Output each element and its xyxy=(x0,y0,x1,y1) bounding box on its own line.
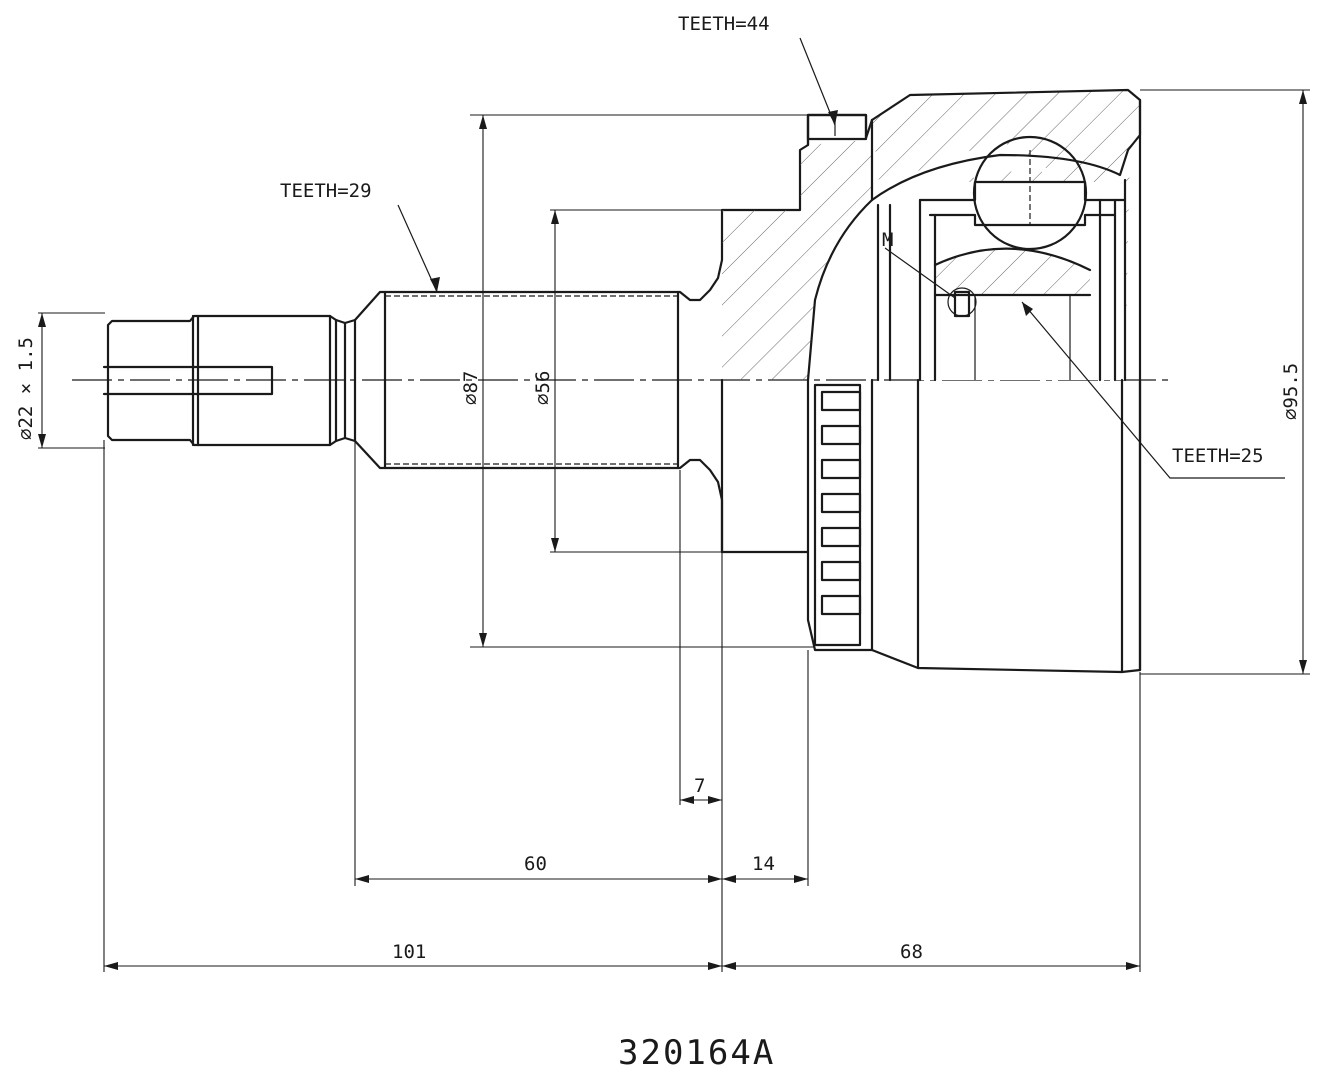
dimension-lines xyxy=(38,89,1310,972)
threaded-tip xyxy=(102,314,357,447)
teeth-25-label: TEETH=25 xyxy=(1172,445,1264,467)
len-101-label: 101 xyxy=(392,941,426,963)
abs-ring-tooth xyxy=(820,458,862,480)
leader-lines xyxy=(397,37,1285,479)
teeth-29-label: TEETH=29 xyxy=(280,180,372,202)
abs-ring-tooth xyxy=(820,594,862,616)
abs-tone-ring xyxy=(813,383,862,647)
housing-lower xyxy=(720,98,1142,674)
m-marker-label: M xyxy=(882,229,893,251)
len-7-label: 7 xyxy=(694,775,705,797)
len-60-label: 60 xyxy=(524,853,547,875)
len-14-label: 14 xyxy=(752,853,775,875)
thread-dim-label: ⌀22 × 1.5 xyxy=(15,337,37,440)
abs-ring-tooth xyxy=(820,560,862,582)
dia-87-label: ⌀87 xyxy=(460,371,482,405)
len-68-label: 68 xyxy=(900,941,923,963)
abs-ring-tooth xyxy=(820,492,862,514)
abs-ring-tooth xyxy=(820,390,862,412)
part-number: 320164A xyxy=(618,1033,775,1073)
ball-cage xyxy=(876,135,1127,382)
dia-56-label: ⌀56 xyxy=(532,371,554,405)
abs-ring-tooth xyxy=(820,424,862,446)
dia-95-5-label: ⌀95.5 xyxy=(1280,363,1302,420)
arrowheads xyxy=(38,90,1307,970)
teeth-44-label: TEETH=44 xyxy=(678,13,770,35)
abs-ring-tooth xyxy=(820,526,862,548)
